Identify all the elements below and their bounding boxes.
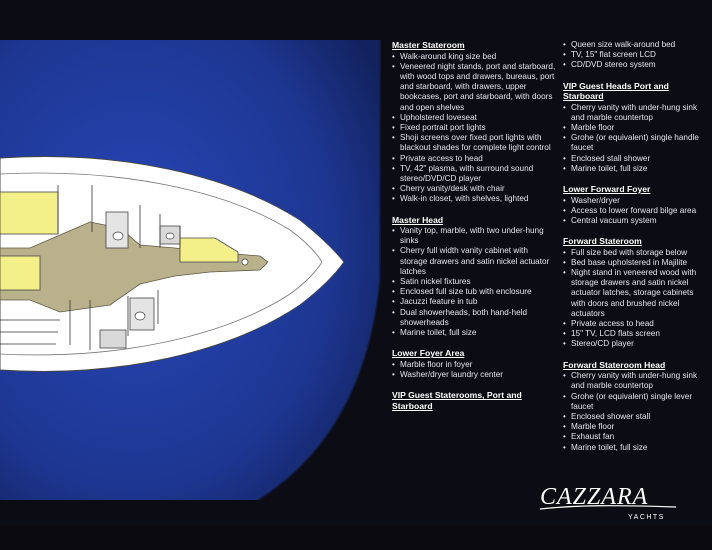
shower-aft [99, 329, 127, 349]
spec-item: Night stand in veneered wood with storag… [563, 268, 708, 319]
section-title: Forward Stateroom Head [563, 359, 666, 370]
spec-item: Access to lower forward bilge area [563, 206, 708, 216]
section-title: VIP Guest Heads Port and Starboard [563, 80, 669, 102]
spec-item: Enclosed shower stall [563, 412, 708, 422]
fixtures [112, 231, 249, 321]
spec-item: Walk-around king size bed [392, 52, 556, 62]
spec-section: Queen size walk-around bedTV, 15" flat s… [563, 40, 708, 71]
spec-item: Cherry full width vanity cabinet with st… [392, 246, 556, 277]
section-title: Forward Stateroom [563, 236, 642, 247]
spec-item: Queen size walk-around bed [563, 40, 708, 50]
spec-item: Enclosed full size tub with enclosure [392, 287, 556, 297]
head-grid-1 [105, 211, 129, 249]
partition-lines [0, 185, 181, 350]
spec-item: Grohe (or equivalent) single lever fauce… [563, 392, 708, 412]
spec-item: Exhaust fan [563, 432, 708, 442]
spec-section: Master HeadVanity top, marble, with two … [392, 215, 556, 339]
spec-item: Cherry vanity with under-hung sink and m… [563, 103, 708, 123]
spec-section: VIP Guest Staterooms, Port and Starboard [392, 390, 556, 411]
spec-item: Shoji screens over fixed port lights wit… [392, 133, 556, 153]
spec-section: Forward Stateroom HeadCherry vanity with… [563, 360, 708, 453]
spec-item: TV, 42" plasma, with surround sound ster… [392, 164, 556, 184]
spec-item: Private access to head [563, 319, 708, 329]
forward-bed [179, 237, 239, 263]
spec-item: Cherry vanity/desk with chair [392, 184, 556, 194]
spec-item: Grohe (or equivalent) single handle fauc… [563, 133, 708, 153]
master-bed [0, 191, 59, 235]
section-title: Lower Foyer Area [392, 348, 465, 359]
spec-list: Cherry vanity with under-hung sink and m… [563, 103, 708, 175]
spec-item: Marine toilet, full size [563, 443, 708, 453]
spec-item: Cherry vanity with under-hung sink and m… [563, 371, 708, 391]
bottom-band [0, 525, 712, 550]
spec-item: Marble floor [563, 422, 708, 432]
spec-list: Vanity top, marble, with two under-hung … [392, 226, 556, 338]
spec-item: Veneered night stands, port and starboar… [392, 62, 556, 113]
spec-item: Fixed portrait port lights [392, 123, 556, 133]
cazzara-yachts-logo: CAZZARA YACHTS [539, 484, 677, 521]
spec-item: 15" TV, LCD flats screen [563, 329, 708, 339]
spec-item: Private access to head [392, 154, 556, 164]
spec-item: CD/DVD stereo system [563, 60, 708, 70]
spec-item: Satin nickel fixtures [392, 277, 556, 287]
spec-section: Lower Forward FoyerWasher/dryerAccess to… [563, 184, 708, 226]
spec-section: Master StateroomWalk-around king size be… [392, 40, 556, 205]
spec-list: Full size bed with storage belowBed base… [563, 248, 708, 350]
spec-list: Walk-around king size bedVeneered night … [392, 52, 556, 205]
spec-section: VIP Guest Heads Port and StarboardCherry… [563, 80, 708, 175]
section-title: Master Head [392, 214, 444, 225]
spec-list: Queen size walk-around bedTV, 15" flat s… [563, 40, 708, 71]
section-title: Master Stateroom [392, 40, 465, 50]
spec-list: Cherry vanity with under-hung sink and m… [563, 371, 708, 453]
spec-column-right: Queen size walk-around bedTV, 15" flat s… [563, 40, 708, 463]
spec-item: Bed base upholstered in Majilite [563, 258, 708, 268]
spec-list: Marble floor in foyerWasher/dryer laundr… [392, 360, 556, 381]
spec-item: Stereo/CD player [563, 339, 708, 349]
spec-item: Enclosed stall shower [563, 154, 708, 164]
spec-column-left: Master StateroomWalk-around king size be… [392, 40, 556, 421]
spec-item: Dual showerheads, both hand-held showerh… [392, 308, 556, 328]
section-title: Lower Forward Foyer [563, 184, 651, 195]
master-bunk [0, 255, 41, 291]
cabin-floor [0, 221, 269, 313]
spec-section: Forward StateroomFull size bed with stor… [563, 236, 708, 350]
spec-item: Marble floor [563, 123, 708, 133]
panel-edge [257, 40, 381, 501]
spec-item: Central vacuum system [563, 216, 708, 226]
deck-line [0, 172, 323, 356]
spec-item: Washer/dryer laundry center [392, 370, 556, 380]
section-title: VIP Guest Staterooms, Port and Starboard [392, 390, 522, 411]
spec-item: TV, 15" flat screen LCD [563, 50, 708, 60]
spec-item: Vanity top, marble, with two under-hung … [392, 226, 556, 246]
spec-item: Washer/dryer [563, 196, 708, 206]
spec-item: Jacuzzi feature in tub [392, 297, 556, 307]
spec-item: Walk-in closet, with shelves, lighted [392, 194, 556, 204]
head-grid-2 [129, 297, 155, 331]
spec-item: Marine toilet, full size [563, 164, 708, 174]
logo-sub: YACHTS [628, 514, 665, 521]
spec-item: Marine toilet, full size [392, 328, 556, 338]
spec-item: Full size bed with storage below [563, 248, 708, 258]
spec-item: Marble floor in foyer [392, 360, 556, 370]
spec-item: Upholstered loveseat [392, 113, 556, 123]
spec-section: Lower Foyer AreaMarble floor in foyerWas… [392, 348, 556, 380]
spec-list: Washer/dryerAccess to lower forward bilg… [563, 196, 708, 227]
